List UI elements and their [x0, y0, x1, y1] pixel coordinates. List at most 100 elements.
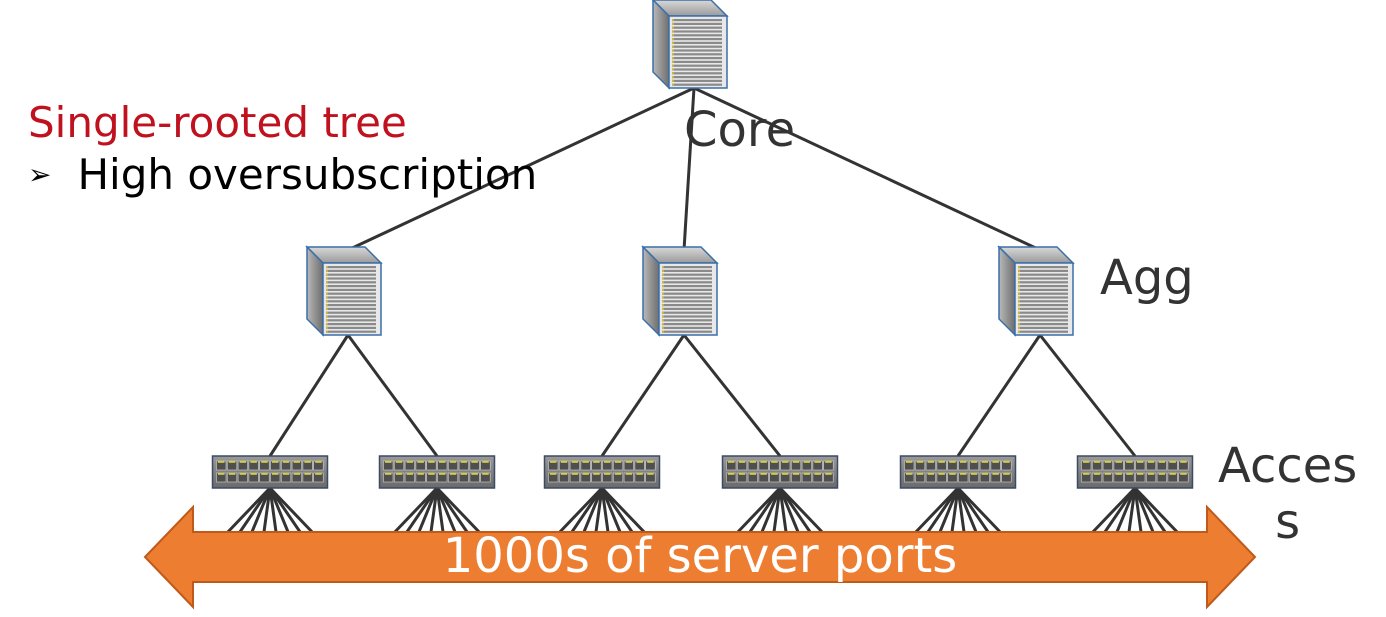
chassis-led — [672, 26, 674, 29]
access-switch — [543, 455, 661, 489]
chassis-led — [326, 300, 328, 303]
server-link — [1133, 486, 1182, 537]
access-port-led — [604, 473, 611, 475]
chassis-slot — [326, 273, 376, 276]
server-link — [778, 486, 827, 537]
chassis-led — [326, 288, 328, 291]
access-port-led — [593, 473, 600, 475]
chassis-led — [662, 281, 664, 284]
access-port-led — [949, 473, 956, 475]
chassis-slot — [672, 64, 722, 67]
agg-access-link — [682, 334, 782, 457]
chassis-slot — [1018, 277, 1068, 280]
chassis-led — [326, 266, 328, 269]
access-port-led — [771, 461, 778, 463]
access-label-line2: s — [1275, 494, 1301, 550]
chassis-slot — [326, 319, 376, 322]
access-tier-label: Acces s — [1218, 438, 1357, 550]
access-port-led — [282, 473, 290, 475]
chassis-slot — [662, 269, 712, 272]
server-link — [956, 486, 1005, 537]
chassis-led — [662, 307, 664, 310]
access-port-led — [970, 473, 978, 475]
chassis-slot — [662, 266, 712, 269]
chassis-slot — [672, 19, 722, 22]
access-port-led — [282, 461, 290, 463]
access-switch — [378, 455, 496, 489]
access-port-led — [417, 473, 424, 475]
bullet-item: ➢ High oversubscription — [28, 150, 537, 199]
access-port-led — [228, 473, 236, 475]
server-link — [600, 486, 649, 537]
access-port-led — [927, 461, 935, 463]
chassis-led — [326, 315, 328, 318]
chassis-slot — [662, 323, 712, 326]
core-agg-link — [693, 86, 1041, 252]
chassis-led — [672, 38, 674, 41]
access-port-led — [949, 461, 956, 463]
server-link — [581, 487, 604, 536]
chassis-slot — [672, 53, 722, 56]
access-port-led — [550, 461, 557, 463]
chassis-led — [672, 19, 674, 22]
access-port-led — [293, 473, 301, 475]
chassis-led — [672, 83, 674, 86]
agg-switch — [997, 245, 1075, 337]
access-port-led — [239, 473, 247, 475]
access-port-led — [803, 473, 811, 475]
chassis-slot — [1018, 319, 1068, 322]
server-link — [568, 487, 604, 536]
chassis-led — [1018, 319, 1020, 322]
server-link — [435, 486, 484, 537]
access-port-led — [1158, 473, 1166, 475]
server-link — [1133, 487, 1156, 536]
server-link — [1133, 487, 1143, 536]
access-port-led — [825, 461, 832, 463]
chassis-slot — [326, 285, 376, 288]
chassis-led — [672, 60, 674, 63]
chassis-led — [1018, 304, 1020, 307]
access-port-led — [304, 461, 311, 463]
server-link — [600, 487, 610, 536]
access-port-led — [272, 461, 279, 463]
access-port-led — [482, 473, 489, 475]
access-port-led — [304, 473, 311, 475]
access-port-led — [1104, 461, 1112, 463]
chassis-slot — [662, 330, 712, 333]
chassis-slot — [662, 311, 712, 314]
chassis-led — [662, 330, 664, 333]
server-ports-label: 1000s of server ports — [442, 528, 958, 584]
access-port-led — [981, 461, 989, 463]
access-port-led — [906, 461, 913, 463]
access-port-led — [1169, 461, 1176, 463]
links-layer — [223, 86, 1182, 537]
access-port-led — [749, 473, 757, 475]
chassis-led — [1018, 330, 1020, 333]
access-port-led — [825, 473, 832, 475]
server-link — [956, 487, 979, 536]
access-port-led — [218, 473, 225, 475]
access-switch — [1076, 455, 1194, 489]
chassis-led — [1018, 269, 1020, 272]
server-link — [416, 487, 439, 536]
server-link — [772, 487, 782, 536]
chassis-slot — [672, 68, 722, 71]
chassis-slot — [662, 292, 712, 295]
chassis-led — [662, 292, 664, 295]
server-link — [746, 487, 782, 536]
access-port-led — [992, 473, 999, 475]
access-port-led — [482, 461, 489, 463]
access-port-led — [647, 461, 654, 463]
agg-switch — [305, 245, 383, 337]
chassis-led — [672, 72, 674, 75]
access-port-led — [1003, 473, 1010, 475]
access-port-led — [261, 473, 268, 475]
access-port-led — [315, 461, 322, 463]
chassis-slot — [672, 34, 722, 37]
access-port-led — [571, 461, 579, 463]
access-port-led — [782, 473, 789, 475]
access-port-led — [625, 461, 633, 463]
server-link — [555, 486, 604, 537]
access-port-led — [1115, 461, 1122, 463]
